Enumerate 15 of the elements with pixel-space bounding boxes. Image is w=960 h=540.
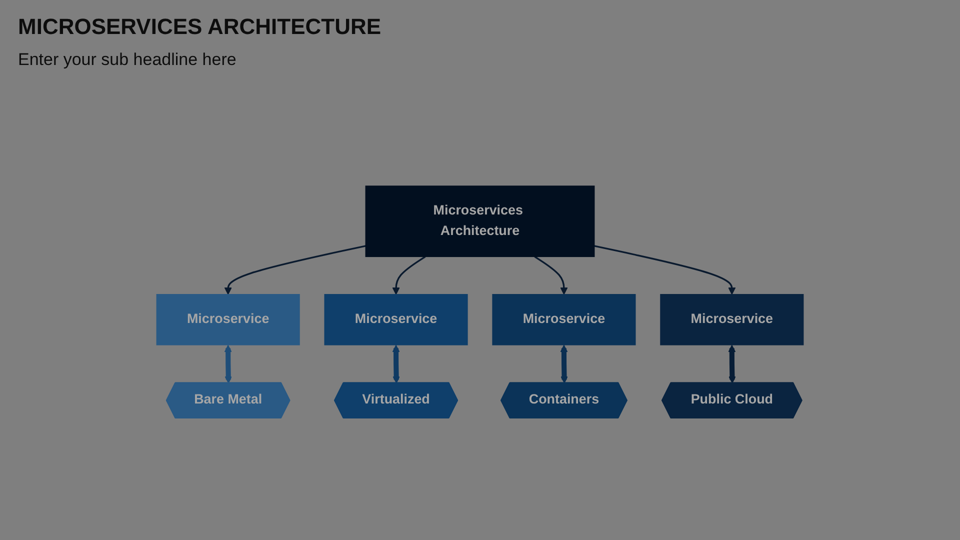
node-box: Microservices Architecture xyxy=(365,186,595,258)
arrow xyxy=(534,256,568,295)
node-box: Microservice xyxy=(324,294,468,346)
arrow xyxy=(224,245,366,295)
node-box: Microservice xyxy=(660,294,804,346)
arrow xyxy=(392,344,400,384)
arrow xyxy=(392,256,426,295)
arrow xyxy=(728,344,736,384)
node-box: Microservice xyxy=(156,294,300,346)
node-box: Microservice xyxy=(492,294,636,346)
arrow xyxy=(560,344,568,384)
arrow xyxy=(224,344,232,384)
title: MICROSERVICES ARCHITECTURE xyxy=(18,14,382,40)
arrow xyxy=(594,245,736,295)
subtitle: Enter your sub headline here xyxy=(18,50,236,70)
